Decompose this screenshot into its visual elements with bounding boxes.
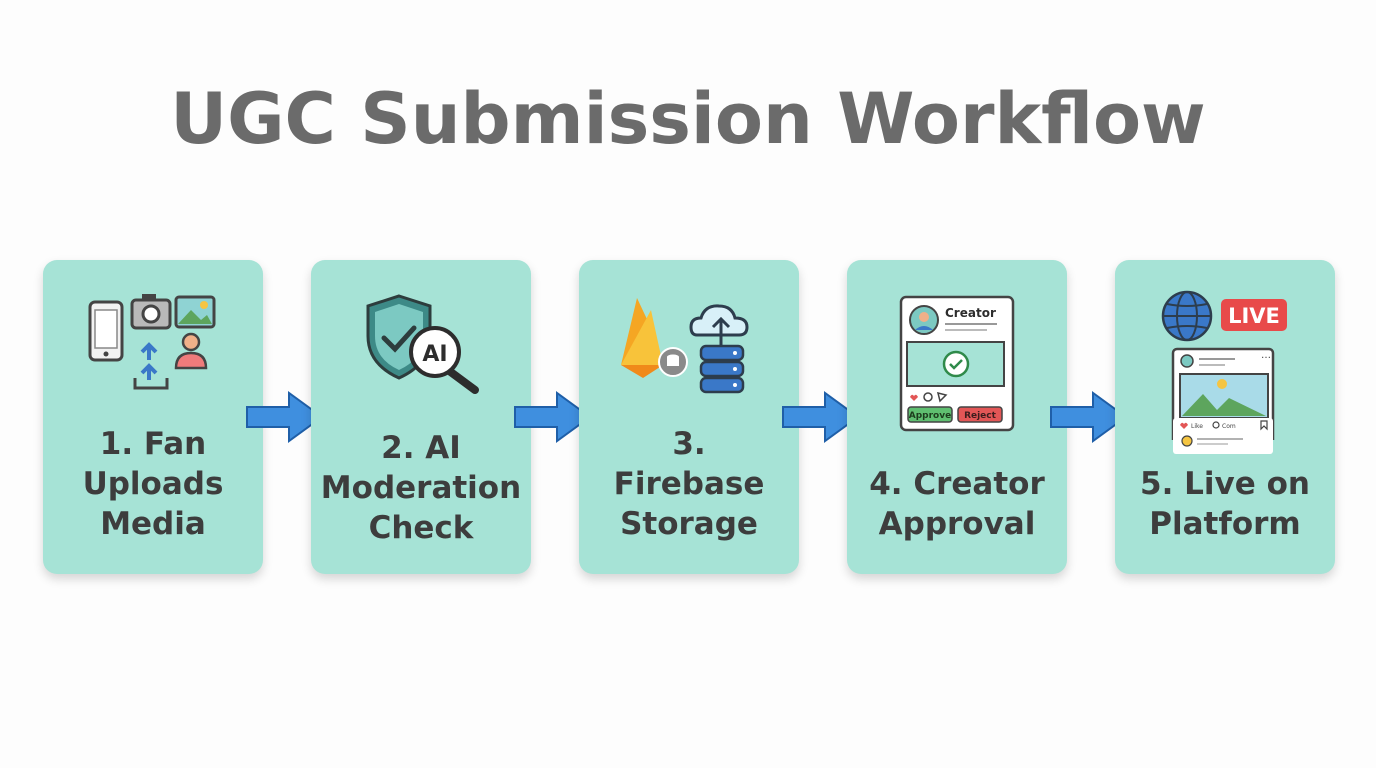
live-platform-post-icon: LIVE … [1161, 290, 1287, 440]
step-label: 2. AI Moderation Check [320, 430, 522, 546]
ai-shield-icon: AI [366, 294, 479, 394]
svg-text:AI: AI [422, 342, 447, 367]
svg-text:LIVE: LIVE [1228, 304, 1280, 328]
step-label: 3. Firebase Storage [613, 426, 765, 542]
svg-text:Com: Com [1222, 423, 1236, 430]
svg-text:Creator: Creator [945, 306, 996, 320]
fan-upload-icon [88, 294, 216, 390]
flow-arrow-icon [246, 391, 324, 443]
page-title: UGC Submission Workflow [170, 78, 1206, 160]
svg-text:Like: Like [1191, 423, 1203, 430]
flow-arrow-icon [1050, 391, 1128, 443]
svg-text:Reject: Reject [964, 411, 997, 421]
step-label: 4. Creator Approval [869, 466, 1045, 542]
creator-approval-card-icon: Creator Approve Reject [899, 295, 1015, 432]
step-label: 1. Fan Uploads Media [82, 426, 224, 542]
step-card-creator-approval: Creator Approve Reject 4. Creator Approv… [847, 260, 1067, 574]
step-card-live-platform: LIVE … 5. Live on Platform [1115, 260, 1335, 574]
post-footer: Like Com [1173, 418, 1273, 454]
svg-text:Approve: Approve [909, 411, 951, 421]
step-card-firebase-storage: 3. Firebase Storage [579, 260, 799, 574]
step-card-ai-moderation: AI 2. AI Moderation Check [311, 260, 531, 574]
flow-arrow-icon [782, 391, 860, 443]
svg-text:…: … [1261, 350, 1271, 361]
step-card-fan-uploads: 1. Fan Uploads Media [43, 260, 263, 574]
step-label: 5. Live on Platform [1140, 466, 1310, 542]
firebase-storage-icon [621, 298, 749, 394]
flow-arrow-icon [514, 391, 592, 443]
